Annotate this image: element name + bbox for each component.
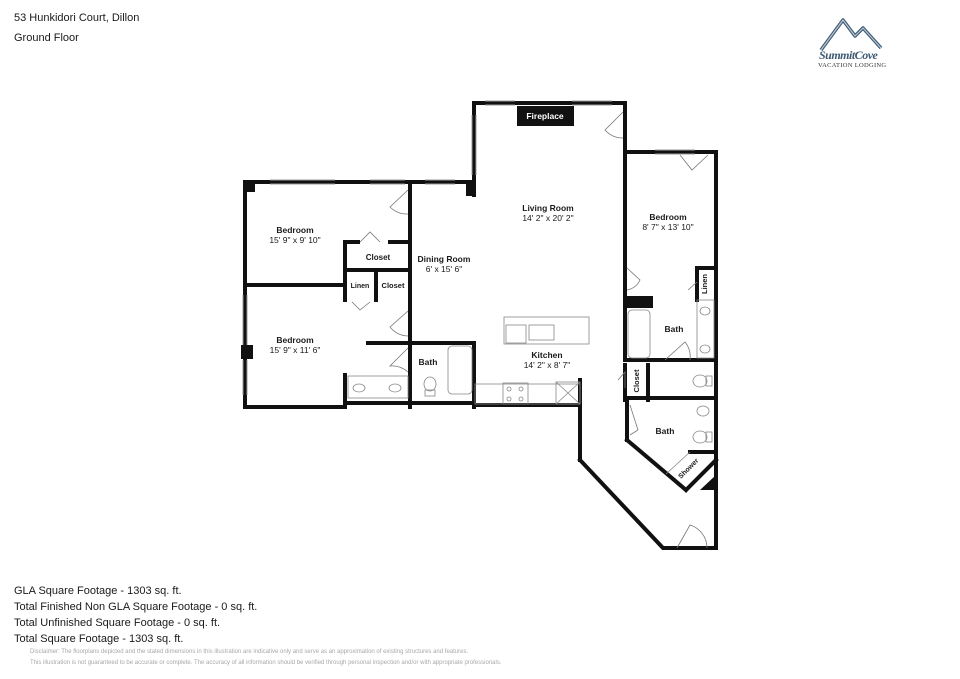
fireplace-label: Fireplace (526, 111, 564, 121)
kitchen-island (503, 316, 590, 345)
total-footage: Total Square Footage - 1303 sq. ft. (14, 633, 184, 645)
closet-small-label: Closet (382, 281, 405, 290)
windows (242, 100, 695, 395)
disclaimer: Disclaimer: The floorplans depicted and … (30, 647, 502, 668)
toilet-icon (423, 376, 437, 392)
vanity-left (347, 375, 409, 399)
fixtures (347, 299, 715, 475)
fireplace (517, 106, 574, 126)
square-footage-summary: GLA Square Footage - 1303 sq. ft. Total … (14, 583, 257, 647)
room-labels: Living Room 14' 2" x 20' 2" Bedroom 15' … (269, 203, 709, 480)
closet-right-label: Closet (632, 369, 641, 392)
kitchen-dims: 14' 2" x 8' 7" (524, 360, 571, 370)
structural-posts (241, 180, 653, 359)
bath-left-label: Bath (419, 357, 438, 367)
door-linen[interactable] (351, 301, 371, 311)
floor-label: Ground Floor (14, 32, 79, 44)
disclaimer-line-1: Disclaimer: The floorplans depicted and … (30, 649, 469, 655)
door-bath-right[interactable] (664, 341, 691, 361)
kitchen-counter (474, 383, 581, 405)
bedroom-right-label: Bedroom (649, 212, 687, 222)
bathtub-right (627, 309, 651, 359)
bath-right-lower-label: Bath (656, 426, 675, 436)
living-room-label: Living Room (522, 203, 574, 213)
sink-icon (388, 383, 402, 393)
door-bedroom-bottom-left-2[interactable] (388, 347, 409, 373)
door-entry[interactable] (676, 524, 708, 549)
summitcove-logo: SummitCove Vacation Lodging (815, 14, 889, 72)
sink-icon (696, 405, 710, 417)
logo-name: SummitCove (819, 48, 878, 62)
bedroom-right-dims: 8' 7" x 13' 10" (642, 222, 693, 232)
living-room-dims: 14' 2" x 20' 2" (522, 213, 573, 223)
doors[interactable] (351, 111, 709, 549)
door-linen-right[interactable] (687, 281, 698, 291)
shower-icon (665, 451, 691, 475)
sink-icon (352, 383, 366, 393)
door-bedroom-right[interactable] (679, 154, 709, 171)
sink-icon (699, 344, 711, 354)
stove-icon (502, 382, 529, 405)
gla-footage: GLA Square Footage - 1303 sq. ft. (14, 585, 182, 597)
door-bedroom-right-closet[interactable] (626, 267, 641, 291)
linen-right-label: Linen (700, 274, 709, 294)
unfinished-footage: Total Unfinished Square Footage - 0 sq. … (14, 617, 221, 629)
door-bath-lower[interactable] (629, 404, 639, 436)
logo-subtitle: Vacation Lodging (818, 62, 887, 69)
bedroom-top-left-label: Bedroom (276, 225, 314, 235)
linen-left-label: Linen (351, 283, 370, 290)
bath-right-upper-label: Bath (665, 324, 684, 334)
door-living-balcony[interactable] (604, 111, 624, 139)
walls (243, 101, 719, 550)
bedroom-bottom-left-label: Bedroom (276, 335, 314, 345)
door-bedroom-bottom-left-1[interactable] (389, 310, 409, 337)
closet-top-label: Closet (366, 253, 391, 262)
dining-room-dims: 6' x 15' 6" (426, 264, 463, 274)
toilet-icon (692, 430, 708, 444)
door-closet-top[interactable] (359, 231, 381, 243)
non-gla-footage: Total Finished Non GLA Square Footage - … (14, 601, 258, 613)
disclaimer-line-2: This illustration is not guaranteed to b… (30, 659, 502, 666)
toilet-icon (692, 374, 708, 388)
vanity-right (696, 299, 715, 359)
dining-room-label: Dining Room (418, 254, 471, 264)
door-closet-right[interactable] (617, 370, 626, 388)
door-bedroom-top-left[interactable] (389, 189, 409, 215)
bedroom-bottom-left-dims: 15' 9" x 11' 6" (270, 345, 321, 355)
bedroom-top-left-dims: 15' 9" x 9' 10" (269, 235, 320, 245)
kitchen-label: Kitchen (531, 350, 562, 360)
fridge-icon (555, 381, 581, 405)
bathtub-left (447, 345, 473, 395)
sink-icon (699, 306, 711, 316)
mountain-icon (819, 18, 883, 52)
property-address: 53 Hunkidori Court, Dillon (14, 12, 140, 24)
